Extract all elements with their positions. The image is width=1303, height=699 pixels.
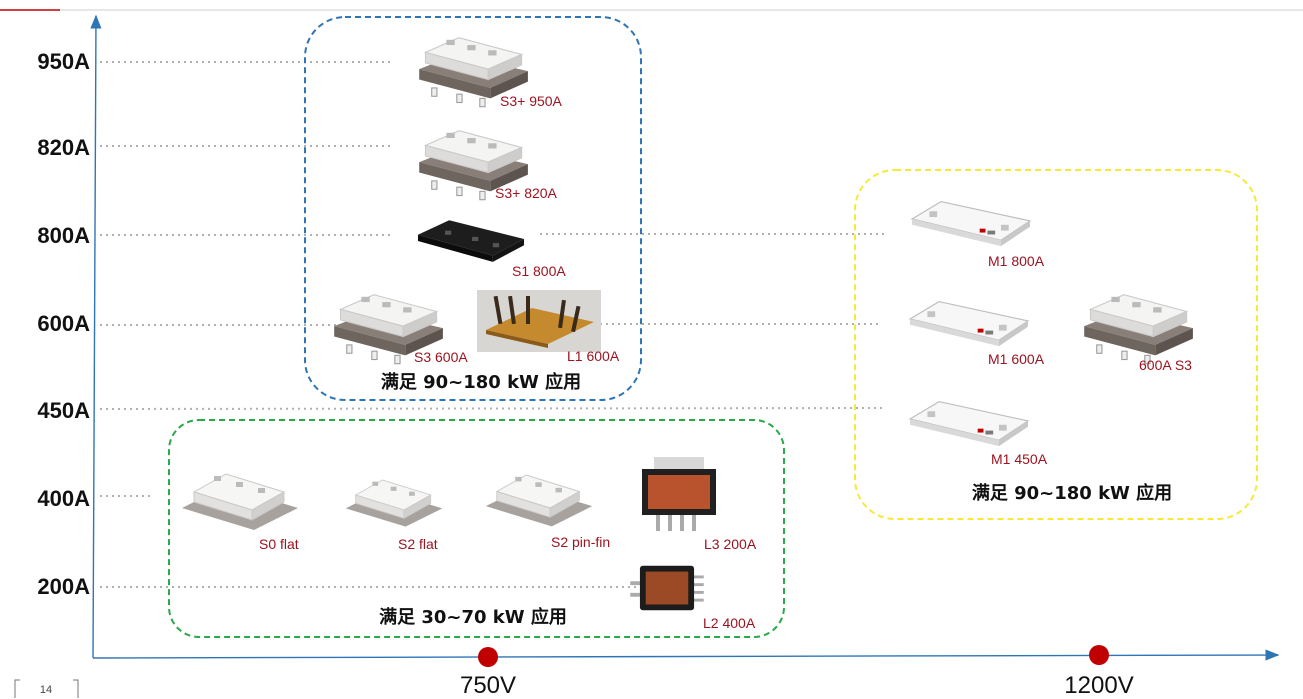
y-label-950a: 950A bbox=[37, 49, 90, 74]
product-l2-400: L2 400A bbox=[630, 565, 756, 631]
product-s0-flat: S0 flat bbox=[181, 473, 299, 552]
y-axis-labels: 950A 820A 800A 600A 450A 400A 200A bbox=[37, 49, 90, 599]
module-copper-photo-icon bbox=[477, 290, 601, 352]
module-stacked-icon bbox=[1083, 294, 1194, 365]
module-flat-icon bbox=[485, 474, 593, 527]
module-molded-small-icon bbox=[630, 565, 704, 611]
x-marker-750v bbox=[478, 647, 498, 667]
group-1200v: 满足 90~180 kW 应用 bbox=[854, 169, 1258, 520]
product-label: S3+ 950A bbox=[500, 93, 563, 109]
product-label: S2 flat bbox=[398, 536, 438, 552]
product-label: S3+ 820A bbox=[495, 185, 558, 201]
product-s3plus-820: S3+ 820A bbox=[418, 130, 558, 201]
y-label-800a: 800A bbox=[37, 223, 90, 248]
product-label: S3 600A bbox=[414, 349, 468, 365]
module-white-icon bbox=[909, 401, 1029, 447]
product-s3-600-1200: 600A S3 bbox=[1083, 294, 1194, 373]
product-s2-pinfin: S2 pin-fin bbox=[485, 474, 610, 550]
y-label-200a: 200A bbox=[37, 574, 90, 599]
product-label: M1 800A bbox=[988, 253, 1045, 269]
product-l1-600: L1 600A bbox=[477, 290, 620, 364]
product-s2-flat: S2 flat bbox=[345, 479, 443, 552]
guide-line-450 bbox=[99, 407, 886, 410]
module-white-icon bbox=[911, 201, 1031, 247]
x-marker-1200v bbox=[1089, 645, 1109, 665]
group-label: 满足 90~180 kW 应用 bbox=[972, 482, 1172, 504]
product-l3-200: L3 200A bbox=[642, 457, 757, 552]
product-s3-600: S3 600A bbox=[333, 294, 468, 365]
product-label: 600A S3 bbox=[1139, 357, 1192, 373]
product-label: S1 800A bbox=[512, 263, 566, 279]
group-border bbox=[854, 169, 1258, 520]
product-label: S2 pin-fin bbox=[551, 534, 610, 550]
product-s3plus-950: S3+ 950A bbox=[418, 37, 563, 109]
product-s1-800: S1 800A bbox=[417, 220, 566, 279]
y-label-400a: 400A bbox=[37, 486, 90, 511]
product-label: L2 400A bbox=[703, 615, 756, 631]
module-molded-icon bbox=[642, 457, 716, 531]
x-label-750v: 750V bbox=[460, 672, 516, 699]
group-border bbox=[304, 16, 642, 401]
module-white-icon bbox=[909, 301, 1029, 347]
group-label: 满足 30~70 kW 应用 bbox=[379, 606, 567, 628]
guide-lines bbox=[99, 61, 886, 588]
group-label: 满足 90~180 kW 应用 bbox=[381, 371, 581, 393]
y-label-600a: 600A bbox=[37, 311, 90, 336]
product-m1-450: M1 450A bbox=[909, 401, 1048, 467]
x-axis bbox=[92, 649, 1280, 661]
module-flat-icon bbox=[181, 473, 299, 531]
y-axis bbox=[90, 14, 102, 659]
product-label: L1 600A bbox=[567, 348, 620, 364]
group-border bbox=[168, 419, 785, 638]
group-750v-high: 满足 90~180 kW 应用 bbox=[304, 16, 642, 401]
module-black-icon bbox=[417, 220, 525, 262]
product-m1-800: M1 800A bbox=[911, 201, 1045, 269]
y-label-820a: 820A bbox=[37, 135, 90, 160]
module-flat-icon bbox=[345, 479, 443, 528]
x-label-1200v: 1200V bbox=[1064, 672, 1133, 699]
product-label: L3 200A bbox=[704, 536, 757, 552]
product-label: S0 flat bbox=[259, 536, 299, 552]
page-number: 14 bbox=[14, 679, 79, 698]
group-750v-low: 满足 30~70 kW 应用 bbox=[168, 419, 785, 638]
product-label: M1 600A bbox=[988, 351, 1045, 367]
page-number-text: 14 bbox=[40, 684, 52, 696]
product-label: M1 450A bbox=[991, 451, 1048, 467]
product-m1-600: M1 600A bbox=[909, 301, 1045, 367]
y-label-450a: 450A bbox=[37, 398, 90, 423]
